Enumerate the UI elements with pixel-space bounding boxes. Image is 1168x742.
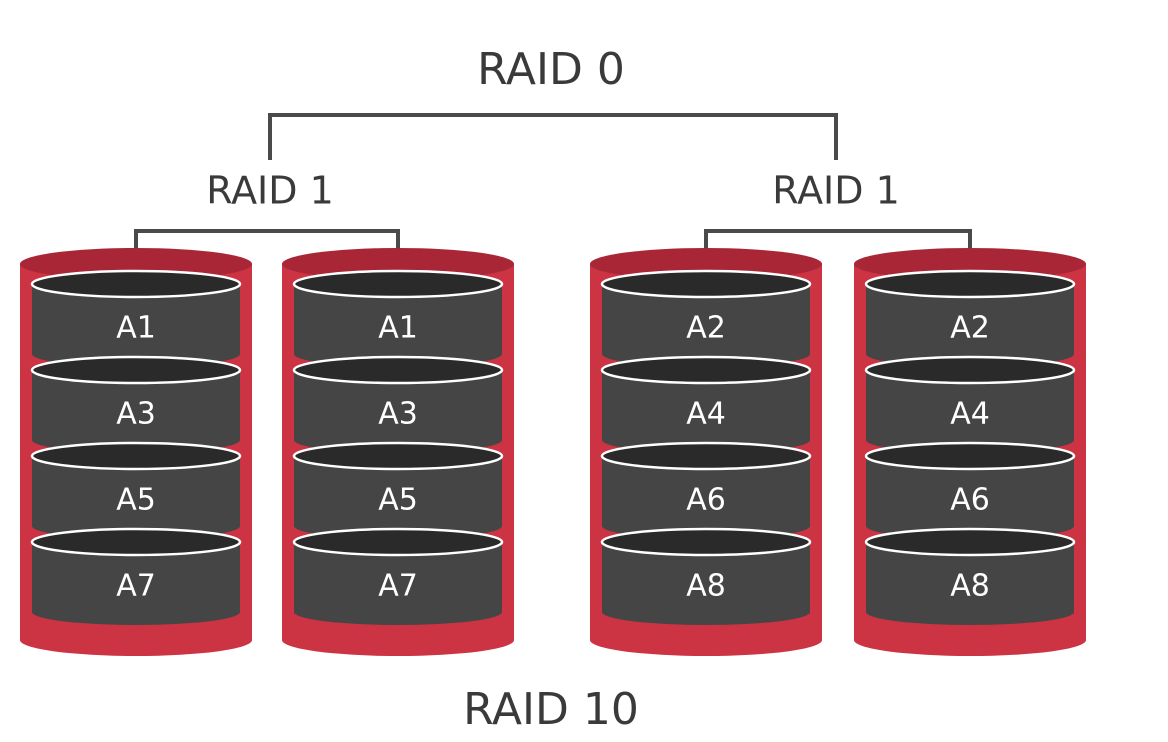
platter-body [602,542,810,625]
platter-body [602,284,810,367]
platter: A8 [600,527,812,625]
platter-top [30,355,242,385]
block-label: A2 [686,311,726,346]
block-label: A8 [686,569,726,604]
platter-top [292,269,504,299]
platter-body [866,456,1074,539]
platter-top [600,527,812,557]
block-label: A7 [378,569,418,604]
platter: A8 [864,527,1076,625]
platter: A3 [292,355,504,453]
platter: A7 [30,527,242,625]
platter: A2 [600,269,812,367]
block-label: A1 [378,311,418,346]
platter-top [600,355,812,385]
platter: A4 [600,355,812,453]
raid1-label: RAID 1 [772,169,900,213]
raid0-label: RAID 0 [477,44,625,95]
platter-body [32,370,240,453]
platter-body [294,284,502,367]
raid1-label: RAID 1 [206,169,334,213]
platter-body [32,284,240,367]
platter: A1 [30,269,242,367]
block-label: A2 [950,311,990,346]
platter: A4 [864,355,1076,453]
platter-top [864,355,1076,385]
block-label: A4 [950,397,990,432]
block-label: A3 [116,397,156,432]
platter-top [600,441,812,471]
platter-body [866,370,1074,453]
platter: A1 [292,269,504,367]
platter: A2 [864,269,1076,367]
platter-top [864,441,1076,471]
platter: A7 [292,527,504,625]
raid0-connector [268,113,838,160]
platter-body [602,456,810,539]
block-label: A3 [378,397,418,432]
block-label: A5 [378,483,418,518]
platter-top [864,269,1076,299]
block-label: A8 [950,569,990,604]
platter-top [292,527,504,557]
block-label: A5 [116,483,156,518]
platter-top [30,269,242,299]
platter-top [30,441,242,471]
platter: A6 [864,441,1076,539]
block-label: A4 [686,397,726,432]
platter-body [32,542,240,625]
platter-body [294,370,502,453]
platter-top [30,527,242,557]
labels: RAID 0 RAID 1 RAID 1 RAID 10 [206,44,900,735]
platter-body [866,284,1074,367]
raid10-label: RAID 10 [463,684,639,735]
platter: A3 [30,355,242,453]
platter: A5 [30,441,242,539]
platter: A5 [292,441,504,539]
platter-body [294,456,502,539]
platter-top [600,269,812,299]
platter: A6 [600,441,812,539]
platter-body [32,456,240,539]
block-label: A1 [116,311,156,346]
block-label: A7 [116,569,156,604]
platter-body [602,370,810,453]
platter-body [866,542,1074,625]
platter-top [292,441,504,471]
platter-top [864,527,1076,557]
platter-top [292,355,504,385]
block-label: A6 [950,483,990,518]
platter-body [294,542,502,625]
block-label: A6 [686,483,726,518]
